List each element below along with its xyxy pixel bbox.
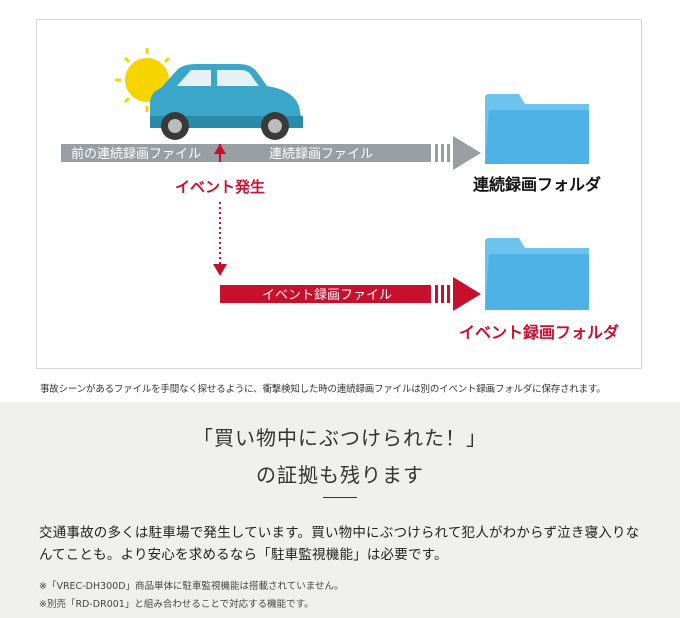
note-2: ※別売「RD-DR001」と組み合わせることで対応する機能です。 [39,599,314,610]
parking-monitor-section [0,402,680,618]
event-down-arrow-icon [213,264,227,276]
event-marker-icon [214,144,226,154]
prev-file-label: 前の連続録画ファイル [71,146,201,162]
recording-diagram: 前の連続録画ファイル 連続録画ファイル イベント発生 イベント録画ファイル 連続… [36,19,642,369]
event-file-label: イベント録画ファイル [262,288,392,303]
diagram-caption: 事故シーンがあるファイルを手間なく探せるように、衝撃検知した時の連続録画ファイル… [40,384,606,395]
event-folder-icon [485,238,589,310]
continuous-folder-label: 連続録画フォルダ [473,175,601,194]
note-1: ※「VREC-DH300D」商品単体に駐車監視機能は搭載されていません。 [39,581,344,592]
event-occurred-label: イベント発生 [175,178,265,196]
continuous-folder-icon [485,94,589,164]
headline-divider [323,497,357,498]
car-icon [150,64,303,140]
event-folder-label: イベント録画フォルダ [459,323,619,342]
headline-line-2: の証拠も残ります [256,463,424,487]
headline-line-1: 「買い物中にぶつけられた！」 [193,426,487,450]
body-paragraph: 交通事故の多くは駐車場で発生しています。買い物中にぶつけられて犯人がわからず泣き… [39,525,640,563]
event-recording-arrow [220,277,481,311]
diagram-svg: 前の連続録画ファイル 連続録画ファイル イベント発生 イベント録画ファイル 連続… [61,48,619,342]
continuous-recording-arrow [61,136,481,170]
continuous-file-label: 連続録画ファイル [269,147,373,162]
